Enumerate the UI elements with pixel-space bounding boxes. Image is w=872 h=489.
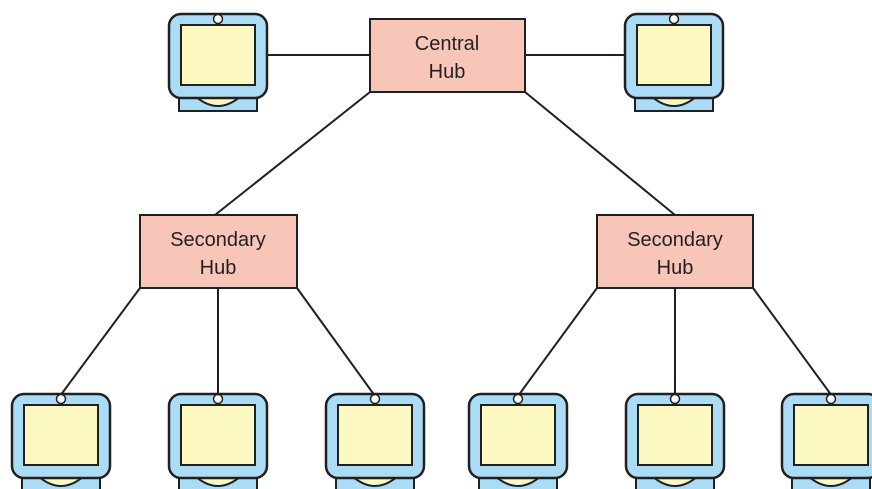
monitor-icon — [167, 392, 269, 489]
secondary-hub-right-label-line1: Secondary — [627, 229, 723, 251]
central-hub: Central Hub — [369, 18, 526, 93]
monitor-icon — [780, 392, 872, 489]
central-hub-box — [369, 18, 526, 93]
monitor-icon — [324, 392, 426, 489]
secondary-hub-left: Secondary Hub — [139, 214, 298, 289]
link-left-hub-node-1 — [59, 287, 141, 397]
secondary-hub-left-label-line2: Hub — [200, 257, 237, 279]
secondary-hub-right-label-line2: Hub — [657, 257, 694, 279]
link-right-hub-node-1 — [517, 287, 598, 397]
secondary-hub-left-box — [139, 214, 298, 289]
secondary-hub-left-label-line1: Secondary — [170, 229, 266, 251]
link-right-hub-node-3 — [752, 287, 833, 397]
secondary-hub-right-box — [596, 214, 754, 289]
link-central-secondary-right — [524, 91, 676, 216]
monitor-icon — [467, 392, 569, 489]
monitor-icon — [167, 12, 269, 113]
central-hub-label-line1: Central — [415, 33, 479, 55]
monitor-icon — [624, 392, 726, 489]
monitor-icon — [10, 392, 112, 489]
link-left-hub-node-3 — [296, 287, 376, 397]
monitor-icon — [623, 12, 725, 113]
secondary-hub-right: Secondary Hub — [596, 214, 754, 289]
link-central-secondary-left — [214, 91, 371, 216]
connection-lines — [59, 54, 833, 397]
central-hub-label-line2: Hub — [429, 61, 466, 83]
